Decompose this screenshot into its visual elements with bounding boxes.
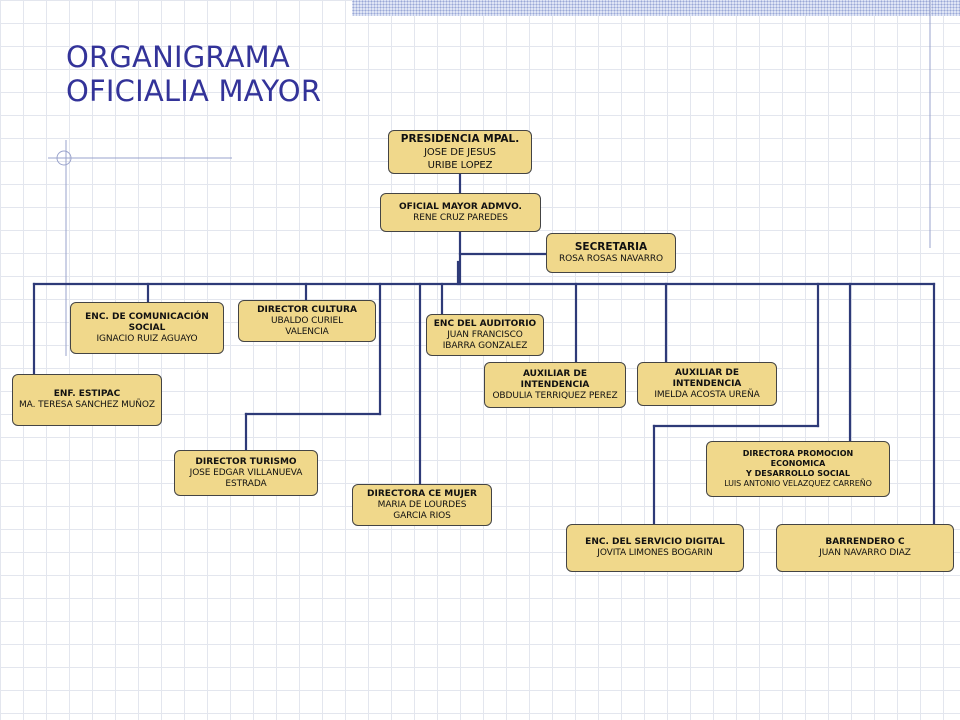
hierarchy-connectors (32, 172, 936, 526)
node-directora-ce-mujer[interactable]: DIRECTORA CE MUJER MARIA DE LOURDES GARC… (352, 484, 492, 526)
node-title: INTENDENCIA (520, 379, 590, 390)
node-name: MA. TERESA SANCHEZ MUÑOZ (19, 400, 155, 410)
decorative-guides (48, 0, 931, 356)
node-servicio-digital[interactable]: ENC. DEL SERVICIO DIGITAL JOVITA LIMONES… (566, 524, 744, 572)
node-director-cultura[interactable]: DIRECTOR CULTURA UBALDO CURIEL VALENCIA (238, 300, 376, 342)
node-title: DIRECTORA CE MUJER (367, 488, 477, 499)
node-name: JOSE DE JESUS (424, 146, 496, 158)
node-name: IMELDA ACOSTA UREÑA (654, 389, 760, 400)
node-secretaria[interactable]: SECRETARIA ROSA ROSAS NAVARRO (546, 233, 676, 273)
node-title: SECRETARIA (574, 241, 648, 253)
node-oficial-mayor[interactable]: OFICIAL MAYOR ADMVO. RENE CRUZ PAREDES (380, 193, 541, 232)
node-name: JOVITA LIMONES BOGARIN (597, 548, 713, 558)
node-title: AUXILIAR DE (522, 368, 587, 379)
node-comunicacion-social[interactable]: ENC. DE COMUNICACIÓN SOCIAL IGNACIO RUIZ… (70, 302, 224, 354)
title-line-1: ORGANIGRAMA (66, 40, 290, 74)
node-title: ENC. DE COMUNICACIÓN (85, 311, 209, 322)
node-title: ENF. ESTIPAC (53, 389, 121, 399)
node-auxiliar-intendencia-2[interactable]: AUXILIAR DE INTENDENCIA IMELDA ACOSTA UR… (637, 362, 777, 406)
node-name: LUIS ANTONIO VELAZQUEZ CARREÑO (724, 479, 872, 488)
node-name: GARCIA RIOS (393, 510, 451, 521)
node-title: ENC DEL AUDITORIO (433, 318, 537, 329)
node-presidencia[interactable]: PRESIDENCIA MPAL. JOSE DE JESUS URIBE LO… (388, 130, 532, 174)
node-title: DIRECTOR CULTURA (257, 304, 357, 315)
node-name: URIBE LOPEZ (427, 159, 493, 171)
node-title: ENC. DEL SERVICIO DIGITAL (585, 537, 725, 547)
node-title: ECONOMICA (770, 459, 826, 468)
node-title: INTENDENCIA (672, 378, 742, 389)
node-name: JUAN FRANCISCO (447, 329, 523, 340)
node-barrendero[interactable]: BARRENDERO C JUAN NAVARRO DIAZ (776, 524, 954, 572)
node-enf-estipac[interactable]: ENF. ESTIPAC MA. TERESA SANCHEZ MUÑOZ (12, 374, 162, 426)
node-title: Y DESARROLLO SOCIAL (746, 469, 850, 478)
decorative-hatch-band (352, 0, 960, 16)
node-name: IGNACIO RUIZ AGUAYO (96, 333, 198, 344)
node-name: VALENCIA (285, 326, 329, 337)
node-name: ROSA ROSAS NAVARRO (558, 254, 664, 264)
node-title: PRESIDENCIA MPAL. (400, 132, 520, 145)
node-title: BARRENDERO C (825, 537, 905, 547)
node-title: DIRECTORA PROMOCION (742, 449, 854, 458)
node-name: JUAN NAVARRO DIAZ (819, 548, 911, 558)
node-director-turismo[interactable]: DIRECTOR TURISMO JOSE EDGAR VILLANUEVA E… (174, 450, 318, 496)
title-line-2: OFICIALIA MAYOR (66, 74, 322, 108)
node-name: MARIA DE LOURDES (377, 499, 467, 510)
node-name: OBDULIA TERRIQUEZ PEREZ (492, 390, 618, 401)
node-auditorio[interactable]: ENC DEL AUDITORIO JUAN FRANCISCO IBARRA … (426, 314, 544, 356)
node-name: RENE CRUZ PAREDES (413, 212, 508, 223)
node-name: IBARRA GONZALEZ (442, 340, 528, 351)
node-title: OFICIAL MAYOR ADMVO. (399, 201, 522, 212)
node-title: DIRECTOR TURISMO (195, 456, 297, 467)
node-name: JOSE EDGAR VILLANUEVA (189, 467, 303, 478)
node-name: UBALDO CURIEL (271, 315, 343, 326)
node-directora-promocion[interactable]: DIRECTORA PROMOCION ECONOMICA Y DESARROL… (706, 441, 890, 497)
node-auxiliar-intendencia-1[interactable]: AUXILIAR DE INTENDENCIA OBDULIA TERRIQUE… (484, 362, 626, 408)
node-title: SOCIAL (128, 322, 166, 333)
node-name: ESTRADA (225, 478, 267, 489)
slide-title: ORGANIGRAMA OFICIALIA MAYOR (66, 40, 321, 108)
crosshair-circle (56, 150, 72, 166)
node-title: AUXILIAR DE (674, 367, 739, 378)
